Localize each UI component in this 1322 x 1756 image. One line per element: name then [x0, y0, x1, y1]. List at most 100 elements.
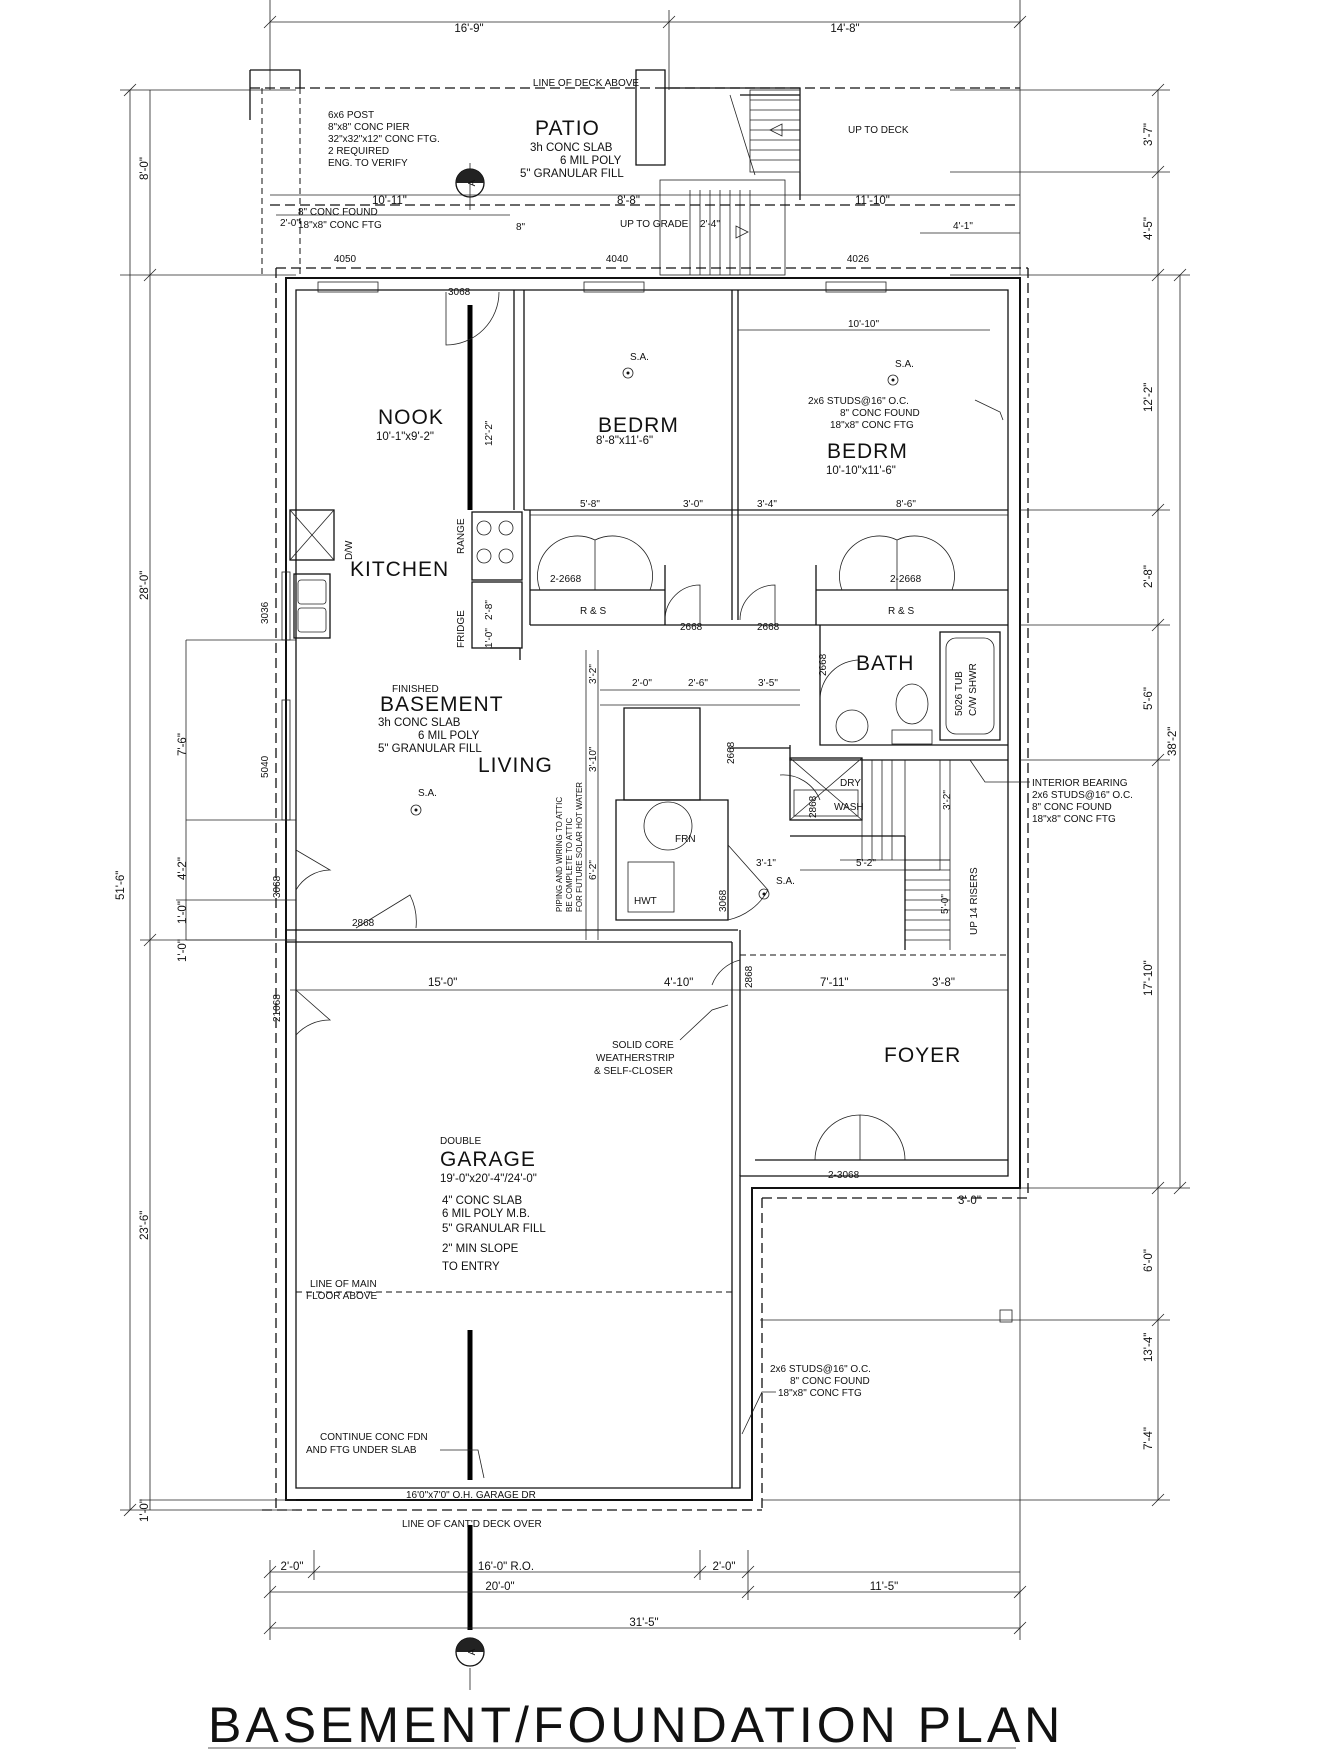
basement-prefix: FINISHED [392, 684, 439, 695]
dim-cl-8-6: 8'-6" [896, 499, 916, 510]
dim-8in: 8" [516, 222, 526, 233]
foundation-walls [262, 267, 1029, 1511]
closet-label-left: 2-2668 [550, 574, 582, 585]
smoke-alarm-bedroom2: S.A. [887, 359, 914, 386]
svg-text:6x6 POST: 6x6 POST [328, 110, 374, 121]
up-to-deck-note: UP TO DECK [848, 125, 909, 136]
window-4026: 4026 [847, 254, 870, 265]
svg-text:8" CONC FOUND: 8" CONC FOUND [840, 408, 920, 419]
svg-text:LINE OF MAIN: LINE OF MAIN [310, 1279, 377, 1290]
dim-right-6-0: 6'-0" [1143, 1249, 1155, 1272]
svg-text:2x6 STUDS@16" O.C.: 2x6 STUDS@16" O.C. [808, 396, 909, 407]
dim-l-4-2: 4'-2" [177, 857, 189, 880]
section-mark-top: A [455, 163, 485, 210]
living-label: LIVING [478, 754, 553, 777]
dim-bot-20-0: 20'-0" [485, 1581, 514, 1593]
door-3068-top: 3068 [448, 287, 471, 298]
svg-text:A: A [467, 1648, 478, 1655]
smoke-alarm-living: S.A. [410, 788, 437, 816]
svg-text:18"x8" CONC FTG: 18"x8" CONC FTG [830, 420, 914, 431]
dim-2-0: 2'-0" [280, 218, 300, 229]
svg-text:18"x8" CONC FTG: 18"x8" CONC FTG [778, 1388, 862, 1399]
door-2668-closet: 2668 [726, 741, 737, 764]
door-2868-garage: 2868 [744, 965, 755, 988]
door-3068-left: 3068 [272, 875, 283, 898]
window-3036: 3036 [260, 601, 271, 624]
dryer-label: DRY [840, 778, 861, 789]
patio-spec: 3h CONC SLAB 6 MIL POLY 5" GRANULAR FILL [520, 142, 624, 180]
drawing-title: BASEMENT/FOUNDATION PLAN [208, 1697, 1064, 1753]
dim-left-1-0b: 1'-0" [139, 1499, 151, 1522]
svg-text:C/W SHWR: C/W SHWR [968, 663, 979, 716]
dim-st-5-2: 5'-2" [856, 858, 876, 869]
dim-4-1: 4'-1" [953, 221, 973, 232]
garage-size: 19'-0"x20'-4"/24'-0" [440, 1173, 537, 1185]
dishwasher-label: D/W [344, 540, 355, 560]
nook-label: NOOK [378, 406, 444, 429]
dim-cl-5-8: 5'-8" [580, 499, 600, 510]
dim-right-3-7: 3'-7" [1143, 123, 1155, 146]
svg-text:S.A.: S.A. [776, 876, 795, 887]
basement-spec: 3h CONC SLAB 6 MIL POLY 5" GRANULAR FILL [378, 717, 482, 755]
svg-text:3h CONC SLAB: 3h CONC SLAB [530, 142, 613, 154]
dim-right-4-5: 4'-5" [1143, 217, 1155, 240]
svg-text:PIPING AND WIRING TO ATTIC: PIPING AND WIRING TO ATTIC [555, 797, 564, 912]
dim-right-12-2: 12'-2" [1143, 383, 1155, 412]
dim-left-8-0: 8'-0" [139, 157, 151, 180]
dim-st-3-2: 3'-2" [942, 790, 953, 810]
svg-text:6 MIL POLY M.B.: 6 MIL POLY M.B. [442, 1208, 530, 1220]
dim-cl-3-0: 3'-0" [683, 499, 703, 510]
right-dimensions [760, 83, 1190, 1507]
dim-b-6-2: 6'-2" [588, 860, 599, 880]
dim-k-2-8: 2'-8" [484, 600, 495, 620]
main-floor-note: LINE OF MAIN FLOOR ABOVE [306, 1279, 377, 1302]
svg-text:6 MIL POLY: 6 MIL POLY [418, 730, 480, 742]
dim-bot-16-0: 16'-0" R.O. [478, 1561, 534, 1573]
door-2-3068: 2-3068 [828, 1170, 860, 1181]
basement-label: BASEMENT [380, 693, 504, 716]
door-2668-a: 2668 [680, 622, 703, 633]
dim-b-2-6: 2'-6" [688, 678, 708, 689]
window-4040: 4040 [606, 254, 629, 265]
svg-text:5026 TUB: 5026 TUB [954, 671, 965, 716]
svg-text:BE COMPLETE TO ATTIC: BE COMPLETE TO ATTIC [565, 818, 574, 912]
svg-text:32"x32"x12" CONC FTG.: 32"x32"x12" CONC FTG. [328, 134, 440, 145]
dim-cl-3-4: 3'-4" [757, 499, 777, 510]
dim-left-51-6: 51'-6" [115, 871, 127, 900]
solid-core-note: SOLID CORE WEATHERSTRIP & SELF-CLOSER [594, 1004, 729, 1077]
dim-g-15-0: 15'-0" [428, 977, 457, 989]
patio-area [249, 69, 1020, 276]
dim-l-1-0: 1'-0" [177, 901, 189, 924]
dim-bot-2-0b: 2'-0" [713, 1561, 736, 1573]
dim-left-1-0: 1'-0" [177, 939, 189, 962]
garage-prefix: DOUBLE [440, 1136, 481, 1147]
garage-door-note: 16'0"x7'0" O.H. GARAGE DR [406, 1490, 536, 1501]
svg-text:5" GRANULAR FILL: 5" GRANULAR FILL [520, 168, 624, 180]
dim-g-7-11: 7'-11" [820, 977, 848, 989]
dim-b-3-5: 3'-5" [758, 678, 778, 689]
svg-text:2x6 STUDS@16" O.C.: 2x6 STUDS@16" O.C. [770, 1364, 871, 1375]
door-2668-b: 2668 [757, 622, 780, 633]
svg-text:8"x8" CONC PIER: 8"x8" CONC PIER [328, 122, 410, 133]
rs-label-right: R & S [888, 606, 914, 617]
svg-text:18"x8" CONC FTG: 18"x8" CONC FTG [1032, 814, 1116, 825]
risers-label: UP 14 RISERS [969, 867, 980, 935]
conc-ftg-note: 18"x8" CONC FTG [298, 220, 382, 231]
dim-g-4-10: 4'-10" [664, 977, 693, 989]
smoke-alarm-bedroom1: S.A. [622, 352, 649, 379]
dim-patio-w1: 10'-11" [372, 195, 407, 207]
svg-text:S.A.: S.A. [418, 788, 437, 799]
dim-2-4: 2'-4" [700, 219, 720, 230]
closet-label-right: 2-2668 [890, 574, 922, 585]
svg-text:5" GRANULAR FILL: 5" GRANULAR FILL [378, 743, 482, 755]
door-2868-laundry: 2868 [808, 795, 819, 818]
conc-found-note: 8" CONC FOUND [298, 207, 378, 218]
door-3068-mech: 3068 [718, 889, 729, 912]
svg-text:FOR FUTURE SOLAR HOT WATER: FOR FUTURE SOLAR HOT WATER [575, 782, 584, 912]
tub-label: 5026 TUB C/W SHWR [954, 663, 979, 716]
bath-label: BATH [856, 652, 914, 675]
svg-text:2" MIN SLOPE: 2" MIN SLOPE [442, 1243, 519, 1255]
garage-label: GARAGE [440, 1148, 536, 1171]
svg-text:S.A.: S.A. [895, 359, 914, 370]
deck-above-note: LINE OF DECK ABOVE [533, 78, 639, 89]
